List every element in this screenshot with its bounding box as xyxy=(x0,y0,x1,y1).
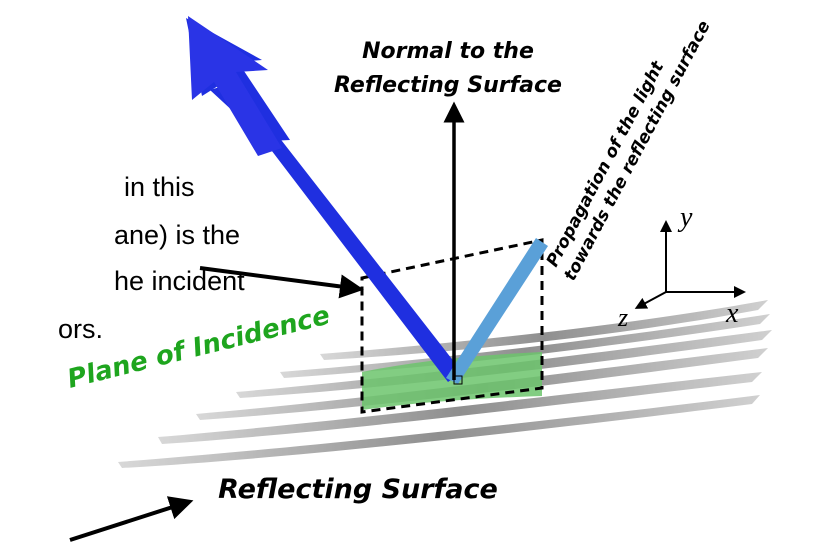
reflected-ray-shaft xyxy=(210,82,462,382)
caption-line-4: ors. xyxy=(58,314,103,344)
caption-line-3: he incident xyxy=(114,266,245,296)
axis-x-label: x xyxy=(725,298,739,329)
pointer-arrow-to-plane xyxy=(199,266,364,299)
axis-z-label: z xyxy=(617,303,628,332)
plane-of-incidence-outline xyxy=(360,238,544,414)
reflected-arrow-head xyxy=(188,16,282,156)
normal-label-line1: Normal to the xyxy=(362,39,534,64)
surface-stripe xyxy=(158,372,762,444)
propagation-label-line2: towards the reflecting surface xyxy=(560,18,714,285)
normal-label-line2: Reflecting Surface xyxy=(334,73,562,98)
axis-y-label: y xyxy=(677,202,693,233)
plane-of-incidence-label: Plane of Incidence xyxy=(64,301,333,395)
reflecting-surface-label: Reflecting Surface xyxy=(218,474,498,505)
surface-stripe xyxy=(118,395,760,468)
incident-ray xyxy=(446,238,548,384)
coordinate-axes xyxy=(634,220,746,309)
right-angle-mark xyxy=(453,375,463,385)
surface-stripe xyxy=(280,314,770,378)
caption-line-2: ane) is the xyxy=(114,220,240,250)
pointer-arrow-to-surface xyxy=(69,496,194,542)
caption-line-1: in this xyxy=(124,172,195,202)
axis-z-line xyxy=(634,291,667,309)
